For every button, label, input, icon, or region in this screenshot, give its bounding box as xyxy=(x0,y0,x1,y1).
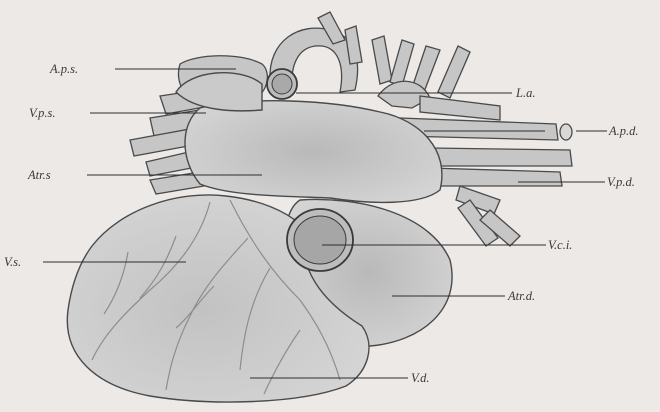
great-vessels xyxy=(270,12,470,108)
label-aps: A.p.s. xyxy=(49,62,78,76)
ligamentum-arteriosum xyxy=(267,69,297,99)
label-vps: V.p.s. xyxy=(29,106,56,120)
label-atrd: Atr.d. xyxy=(507,289,535,303)
label-vci: V.c.i. xyxy=(548,238,572,252)
label-atrs: Atr.s xyxy=(27,168,51,182)
label-vd: V.d. xyxy=(411,371,430,385)
label-apd: A.p.d. xyxy=(608,124,639,138)
left-atrium xyxy=(185,101,442,203)
label-vs: V.s. xyxy=(4,255,21,269)
inferior-vena-cava xyxy=(287,209,353,271)
label-la: L.a. xyxy=(515,86,535,100)
label-vpd: V.p.d. xyxy=(607,175,635,189)
